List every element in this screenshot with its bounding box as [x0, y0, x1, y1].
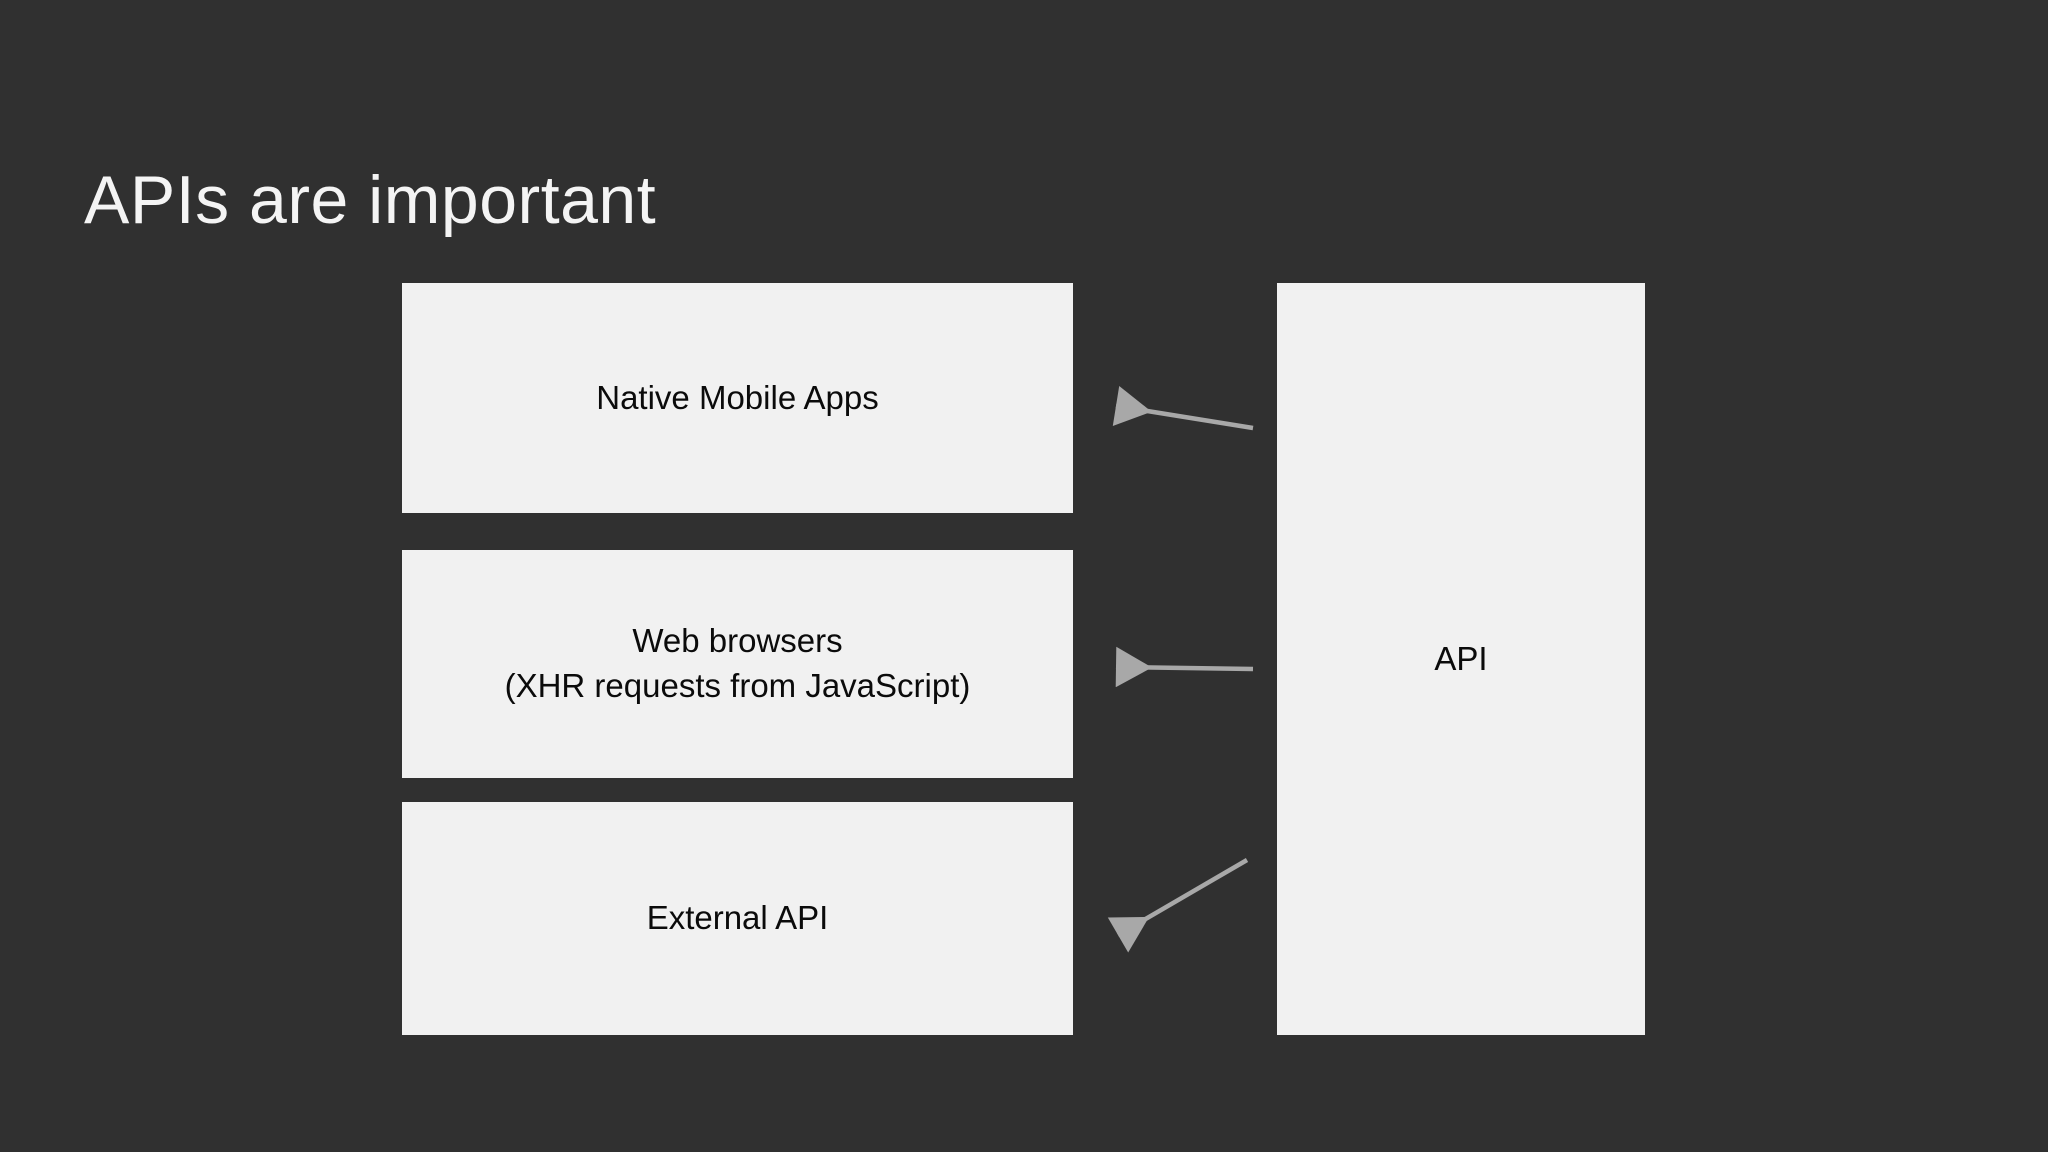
diagram-node-label: Web browsers (XHR requests from JavaScri…: [504, 622, 971, 704]
arrow-api-to-native-mobile-apps: [1112, 386, 1254, 431]
arrow-api-to-external-api: [1107, 858, 1249, 953]
diagram-node-label: Native Mobile Apps: [596, 378, 879, 416]
diagram-node-native-mobile-apps[interactable]: Native Mobile Apps: [402, 283, 1073, 513]
page-title: APIs are important: [84, 161, 657, 238]
diagram-node-label: API: [1434, 639, 1488, 677]
diagram-node-label: External API: [646, 899, 829, 937]
diagram-node-external-api[interactable]: External API: [402, 802, 1073, 1035]
arrow-api-to-web-browsers: [1115, 646, 1254, 688]
diagram-node-api[interactable]: API: [1277, 283, 1645, 1035]
diagram-node-web-browsers[interactable]: Web browsers (XHR requests from JavaScri…: [402, 550, 1073, 778]
